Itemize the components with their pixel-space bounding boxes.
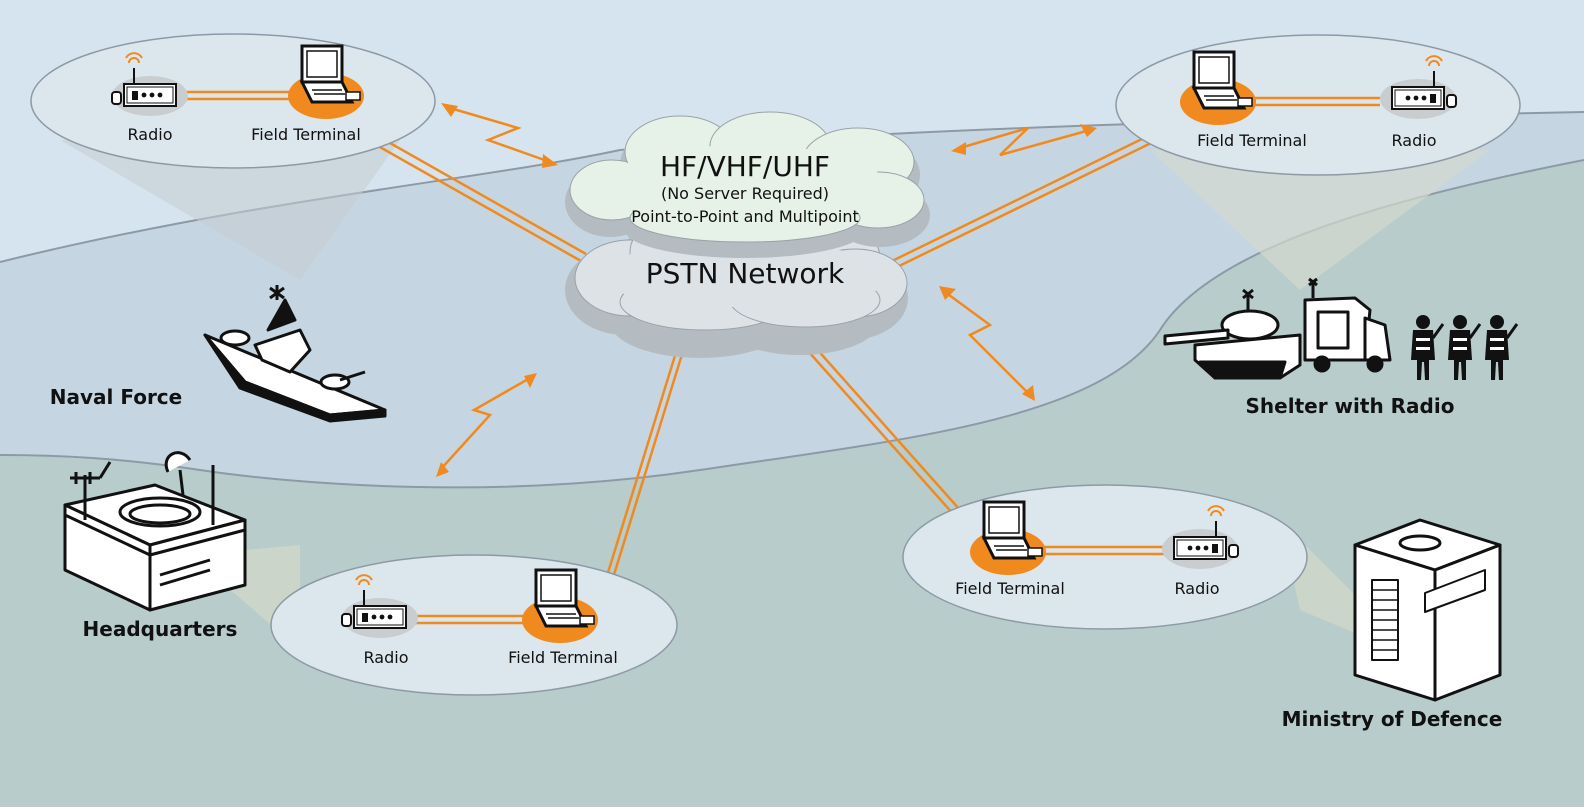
radio-cloud-title: HF/VHF/UHF: [660, 150, 830, 183]
node-bottom-right: Field Terminal Radio: [902, 484, 1308, 630]
soldiers-icon: [1409, 313, 1519, 382]
tank-icon: [1163, 288, 1302, 380]
ship-icon: [203, 285, 387, 423]
radio-cloud-sub1: (No Server Required): [661, 184, 829, 203]
node-label-radio: Radio: [128, 125, 173, 144]
pstn-title: PSTN Network: [646, 257, 845, 290]
node-label-terminal: Field Terminal: [955, 579, 1065, 598]
cone-naval: [60, 140, 400, 280]
node-bottom-left: Radio Field Terminal: [270, 554, 678, 696]
site-label-mod: Ministry of Defence: [1282, 707, 1503, 731]
node-label-radio: Radio: [1175, 579, 1220, 598]
wireless-links: [439, 106, 1091, 471]
node-label-terminal: Field Terminal: [251, 125, 361, 144]
site-label-naval: Naval Force: [50, 385, 182, 409]
node-top-right: Field Terminal Radio: [1115, 34, 1521, 176]
node-label-terminal: Field Terminal: [1197, 131, 1307, 150]
radio-cloud: HF/VHF/UHF (No Server Required) Point-to…: [565, 111, 930, 258]
cone-shelter: [1150, 150, 1490, 290]
radio-cloud-sub2: Point-to-Point and Multipoint: [631, 207, 859, 226]
headquarters-icon: [63, 451, 247, 612]
node-label-terminal: Field Terminal: [508, 648, 618, 667]
ministry-server-icon: [1353, 518, 1502, 702]
site-label-hq: Headquarters: [83, 617, 238, 641]
site-label-shelter: Shelter with Radio: [1246, 394, 1455, 418]
node-label-radio: Radio: [364, 648, 409, 667]
node-label-radio: Radio: [1392, 131, 1437, 150]
shelter-truck-icon: [1303, 277, 1392, 373]
connection-lines: [354, 116, 1191, 621]
node-top-left: Radio Field Terminal: [30, 33, 436, 169]
